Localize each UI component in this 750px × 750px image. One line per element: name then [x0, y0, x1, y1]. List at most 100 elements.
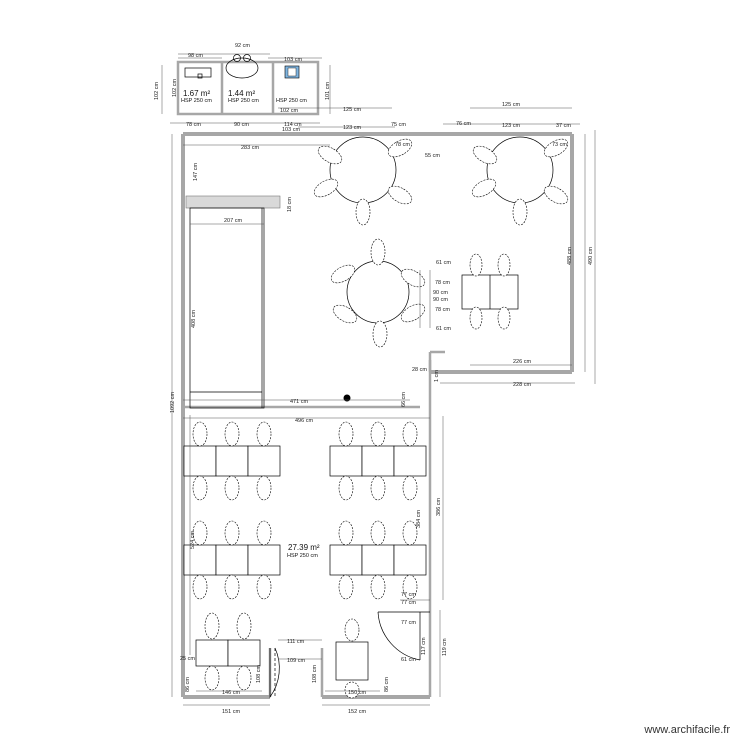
dim-75: 75 cm — [391, 122, 406, 128]
dim-108-a: 108 cm — [256, 665, 262, 683]
dim-226: 226 cm — [513, 359, 531, 365]
round-table-2 — [471, 136, 569, 226]
dim-66: 66 cm — [401, 392, 407, 407]
dim-147: 147 cm — [193, 163, 199, 181]
table — [183, 544, 217, 576]
dim-76: 76 cm — [456, 121, 471, 127]
rect-tables — [183, 421, 427, 699]
dim-78-d: 78 cm — [435, 307, 450, 313]
dim-490: 490 cm — [588, 247, 594, 265]
dim-125-b: 125 cm — [502, 102, 520, 108]
chair — [370, 475, 386, 501]
main-room-hsp: HSP 250 cm — [287, 553, 318, 559]
dim-78-c: 78 cm — [435, 280, 450, 286]
dim-98: 98 cm — [188, 53, 203, 59]
kitchen-counter — [185, 195, 281, 409]
chair — [224, 574, 240, 600]
dim-77-b: 77 cm — [401, 600, 416, 606]
dim-86-b: 86 cm — [384, 677, 390, 692]
dim-524: 524 cm — [190, 531, 196, 549]
chair — [338, 520, 354, 546]
table — [247, 544, 281, 576]
door-bottom-right — [377, 611, 430, 661]
chair — [370, 520, 386, 546]
chair — [344, 618, 360, 642]
dim-78-b: 78 cm — [395, 142, 410, 148]
outer-walls — [181, 132, 574, 699]
chair — [192, 475, 208, 501]
dim-25: 25 cm — [180, 656, 195, 662]
dim-471: 471 cm — [290, 399, 308, 405]
chair — [256, 421, 272, 447]
dim-496: 496 cm — [295, 418, 313, 424]
chair — [204, 665, 220, 691]
dim-114: 114 cm — [284, 122, 302, 128]
dim-61-c: 61 cm — [401, 657, 416, 663]
table — [393, 445, 427, 477]
wc-right-hsp: HSP 250 cm — [276, 98, 307, 104]
dim-73: 73 cm — [552, 142, 567, 148]
table — [361, 445, 395, 477]
dim-384: 384 cm — [416, 510, 422, 528]
dim-102-b: 102 cm — [172, 79, 178, 97]
dim-146: 146 cm — [222, 690, 240, 696]
dim-55: 55 cm — [425, 153, 440, 159]
dim-125-a: 125 cm — [343, 107, 361, 113]
door-bottom-left — [269, 647, 280, 699]
dim-228: 228 cm — [513, 382, 531, 388]
chair — [370, 421, 386, 447]
dim-90: 90 cm — [234, 122, 249, 128]
table — [227, 639, 261, 667]
dim-1092: 1092 cm — [170, 391, 176, 413]
table — [329, 445, 363, 477]
dim-90-a: 90 cm — [433, 290, 448, 296]
dim-28: 28 cm — [412, 367, 427, 373]
wc-left-hsp: HSP 250 cm — [181, 98, 212, 104]
chair — [338, 574, 354, 600]
wc-left-area: 1.67 m² — [183, 89, 210, 98]
chair — [204, 612, 220, 640]
table — [361, 544, 395, 576]
dim-117: 117 cm — [421, 637, 427, 655]
dim-61-a: 61 cm — [436, 260, 451, 266]
chair — [192, 574, 208, 600]
table — [215, 445, 249, 477]
dim-90-b: 90 cm — [433, 297, 448, 303]
main-room-area: 27.39 m² — [288, 543, 320, 552]
dim-102-a: 102 cm — [154, 82, 160, 100]
dim-488: 488 cm — [567, 247, 573, 265]
dim-119: 119 cm — [442, 638, 448, 656]
dim-77-c: 77 cm — [401, 620, 416, 626]
toilet-mid-icon — [225, 54, 259, 79]
round-table-3 — [330, 238, 426, 348]
watermark: www.archifacile.fr — [644, 724, 730, 736]
dim-103-b: 103 cm — [282, 127, 300, 133]
dim-109: 109 cm — [287, 658, 305, 664]
toilet-right-icon — [284, 65, 300, 79]
wc-block: 1.67 m² HSP 250 cm 1.44 m² HSP 250 cm HS… — [176, 54, 320, 116]
chair — [236, 612, 252, 640]
dim-92: 92 cm — [235, 43, 250, 49]
dim-37: 37 cm — [556, 123, 571, 129]
dim-61-b: 61 cm — [436, 326, 451, 332]
chair — [402, 520, 418, 546]
round-table-1 — [313, 136, 413, 226]
table — [195, 639, 229, 667]
dim-123-b: 123 cm — [502, 123, 520, 129]
dim-1: 1 cm — [434, 370, 440, 382]
dim-123-a: 123 cm — [343, 125, 361, 131]
wc-mid-hsp: HSP 250 cm — [228, 98, 259, 104]
table — [329, 544, 363, 576]
dim-18: 18 cm — [287, 197, 293, 212]
dimension-lines — [161, 53, 596, 706]
chair — [370, 574, 386, 600]
dim-111: 111 cm — [287, 639, 305, 645]
chair — [402, 421, 418, 447]
pillar-marker — [343, 394, 351, 402]
dim-102-c: 102 cm — [280, 108, 298, 114]
dim-283: 283 cm — [241, 145, 259, 151]
table — [393, 544, 427, 576]
chair — [256, 574, 272, 600]
dim-152: 152 cm — [348, 709, 366, 715]
